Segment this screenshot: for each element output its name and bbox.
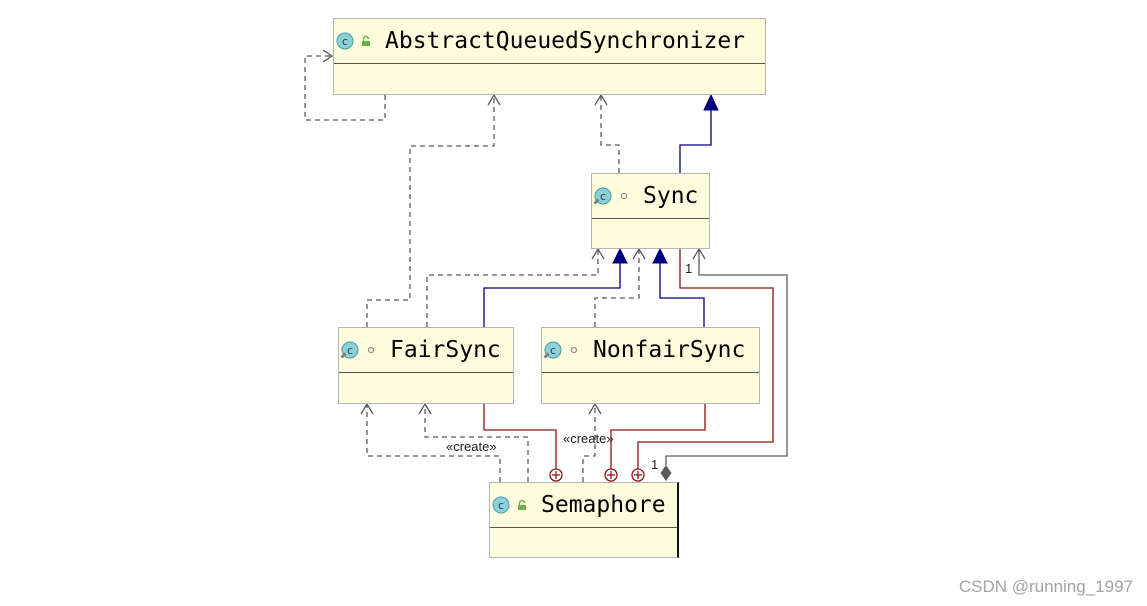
aqs-self-dependency-arrowhead bbox=[322, 49, 334, 63]
fairsync-to-sync-dependency-edge bbox=[426, 250, 599, 327]
class-name: FairSync bbox=[390, 337, 501, 363]
class-node-abstract-queued-synchronizer[interactable]: c AbstractQueuedSynchronizer bbox=[333, 18, 766, 95]
lock-icon bbox=[518, 499, 526, 510]
class-node-sync[interactable]: c Sync bbox=[591, 173, 710, 249]
fairsync-extends-sync-triangle bbox=[612, 247, 628, 264]
semaphore-creates-fairsync-edge bbox=[424, 405, 529, 482]
package-private-icon bbox=[620, 192, 628, 200]
multiplicity-label-sync: 1 bbox=[685, 261, 692, 276]
sync-extends-aqs-triangle bbox=[703, 93, 719, 111]
static-marker-icon bbox=[543, 352, 550, 359]
class-members-compartment bbox=[542, 373, 759, 403]
class-icon: c bbox=[492, 496, 510, 514]
class-members-compartment bbox=[334, 64, 765, 94]
class-icon-letter: c bbox=[347, 344, 353, 357]
class-icon-letter: c bbox=[342, 35, 348, 48]
class-name: AbstractQueuedSynchronizer bbox=[385, 28, 746, 54]
class-node-fair-sync[interactable]: c FairSync bbox=[338, 327, 514, 404]
class-node-nonfair-sync[interactable]: c NonfairSync bbox=[541, 327, 760, 404]
semaphore-creates-nonfairsync-arrowhead bbox=[588, 402, 602, 415]
lock-icon bbox=[362, 35, 370, 46]
class-icon: c bbox=[593, 187, 612, 205]
static-marker-icon bbox=[340, 352, 347, 359]
fairsync-inner-class-marker bbox=[549, 468, 563, 482]
semaphore-sync-composition-arrowhead bbox=[692, 247, 706, 260]
multiplicity-label-semaphore: 1 bbox=[651, 457, 658, 472]
class-header: c AbstractQueuedSynchronizer bbox=[334, 19, 765, 64]
class-header: c NonfairSync bbox=[542, 328, 759, 373]
semaphore-creates-nonfairsync-edge bbox=[582, 405, 596, 482]
create-label-fairsync: «create» bbox=[446, 439, 497, 454]
class-header: c Sync bbox=[592, 174, 709, 219]
semaphore-to-fairsync-arrowhead bbox=[360, 402, 374, 415]
class-icon-letter: c bbox=[550, 344, 556, 357]
class-members-compartment bbox=[339, 373, 513, 403]
nonfairsync-inner-class-edge bbox=[610, 404, 706, 469]
nonfairsync-to-sync-arrowhead bbox=[632, 247, 646, 260]
static-marker-icon bbox=[593, 198, 600, 205]
fairsync-to-aqs-dependency-edge bbox=[366, 96, 495, 327]
sync-extends-aqs-edge bbox=[679, 110, 712, 173]
sync-to-aqs-dependency-edge bbox=[600, 96, 620, 173]
class-icon: c bbox=[543, 341, 562, 359]
watermark: CSDN @running_1997 bbox=[958, 577, 1133, 596]
package-private-icon bbox=[367, 346, 375, 354]
class-name: Semaphore bbox=[541, 492, 666, 518]
semaphore-to-fairsync-dependency-edge bbox=[366, 405, 501, 482]
class-members-compartment bbox=[592, 219, 709, 248]
class-node-semaphore[interactable]: c Semaphore bbox=[489, 482, 679, 558]
class-icon: c bbox=[336, 32, 354, 50]
nonfairsync-extends-sync-triangle bbox=[652, 247, 668, 264]
class-name: Sync bbox=[643, 183, 699, 209]
class-icon-letter: c bbox=[600, 190, 606, 203]
class-icon: c bbox=[340, 341, 359, 359]
create-label-nonfairsync: «create» bbox=[563, 431, 614, 446]
class-header: c Semaphore bbox=[490, 483, 677, 528]
sync-to-aqs-arrowhead bbox=[594, 93, 608, 106]
class-icon-letter: c bbox=[498, 499, 504, 512]
class-members-compartment bbox=[490, 528, 677, 557]
semaphore-sync-composition-edge bbox=[665, 250, 788, 465]
semaphore-creates-fairsync-arrowhead bbox=[418, 402, 432, 415]
fairsync-inner-class-edge bbox=[483, 404, 557, 469]
composition-diamond bbox=[660, 465, 672, 481]
fairsync-extends-sync-edge bbox=[483, 263, 621, 327]
class-header: c FairSync bbox=[339, 328, 513, 373]
nonfairsync-extends-sync-edge bbox=[659, 263, 705, 327]
fairsync-to-sync-arrowhead bbox=[591, 247, 605, 260]
class-name: NonfairSync bbox=[593, 337, 746, 363]
nonfairsync-inner-class-marker bbox=[604, 468, 618, 482]
sync-inner-class-edge bbox=[637, 249, 774, 469]
package-private-icon bbox=[570, 346, 578, 354]
sync-inner-class-marker bbox=[631, 468, 645, 482]
fairsync-to-aqs-arrowhead bbox=[487, 93, 501, 106]
